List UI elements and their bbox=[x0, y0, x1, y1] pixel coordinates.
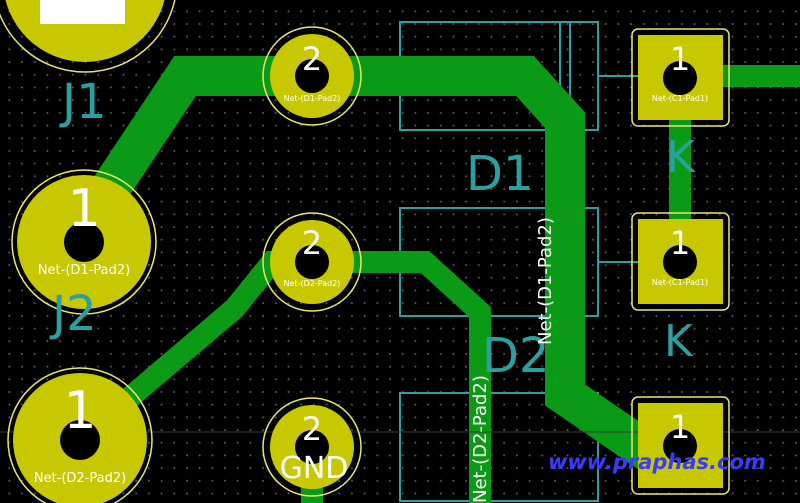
watermark: www.praphas.com bbox=[548, 450, 766, 474]
c1-mid-pad-number: 1 bbox=[670, 224, 690, 262]
c1-top-pad-number: 1 bbox=[670, 40, 690, 78]
d2-pad-2[interactable] bbox=[262, 212, 362, 312]
k-label-top: K bbox=[666, 132, 696, 183]
d2-pad-number: 2 bbox=[302, 224, 322, 262]
c1-pad-1-middle[interactable] bbox=[631, 212, 730, 311]
d2-trace-label: Net-(D2-Pad2) bbox=[470, 375, 491, 503]
gnd-pad-2[interactable] bbox=[262, 397, 362, 497]
pad-clearance bbox=[262, 26, 362, 126]
drill-hole bbox=[295, 59, 329, 93]
drill-hole bbox=[64, 222, 104, 262]
c1-top-pad-net: Net-(C1-Pad1) bbox=[652, 94, 708, 103]
drill-hole bbox=[663, 429, 697, 463]
d3-outline bbox=[399, 392, 599, 502]
d1-pad-2[interactable] bbox=[262, 26, 362, 126]
gnd-pad-number: 2 bbox=[302, 410, 322, 448]
pad-clearance bbox=[262, 397, 362, 497]
pad-clearance bbox=[11, 169, 157, 315]
drill-hole bbox=[663, 245, 697, 279]
pad-clearance bbox=[631, 212, 730, 311]
d1-pad-number: 2 bbox=[302, 40, 322, 78]
j1-pad-number: 1 bbox=[67, 179, 100, 239]
j2-pad-net: Net-(D2-Pad2) bbox=[34, 471, 126, 486]
large-pad-clearance bbox=[0, 0, 176, 73]
ref-j1: J1 bbox=[59, 74, 107, 130]
ref-d1: D1 bbox=[466, 146, 534, 202]
pad-clearance bbox=[7, 367, 153, 503]
c1-pad-1-top[interactable] bbox=[631, 28, 730, 127]
j1-pad-1[interactable] bbox=[11, 169, 157, 315]
c1-mid-pad-net: Net-(C1-Pad1) bbox=[652, 278, 708, 287]
pad-clearance bbox=[262, 212, 362, 312]
drill-hole bbox=[295, 245, 329, 279]
d1-pad-net: Net-(D1-Pad2) bbox=[284, 94, 341, 103]
bottom-right-pad-1[interactable] bbox=[631, 396, 730, 495]
k-label-bottom: K bbox=[664, 316, 694, 367]
d2-pad-net: Net-(D2-Pad2) bbox=[284, 279, 341, 288]
bottom-right-pad-number: 1 bbox=[670, 408, 690, 446]
drill-hole bbox=[663, 61, 697, 95]
j2-pad-1[interactable] bbox=[7, 367, 153, 503]
d1-trace-label: Net-(D1-Pad2) bbox=[535, 217, 556, 345]
ref-d2: D2 bbox=[482, 328, 550, 384]
drill-hole bbox=[60, 420, 100, 460]
pad-clearance bbox=[631, 396, 730, 495]
drill-hole bbox=[295, 430, 329, 464]
pad-clearance bbox=[631, 28, 730, 127]
large-pad-top-left[interactable] bbox=[0, 0, 177, 73]
gnd-pad-net: GND bbox=[280, 451, 349, 486]
trace-net-d1-pad2[interactable] bbox=[67, 56, 672, 477]
j2-pad-number: 1 bbox=[63, 381, 96, 441]
j1-pad-net: Net-(D1-Pad2) bbox=[38, 263, 130, 278]
large-pad-label-fragment bbox=[40, 0, 125, 24]
ref-j2: J2 bbox=[49, 286, 97, 342]
